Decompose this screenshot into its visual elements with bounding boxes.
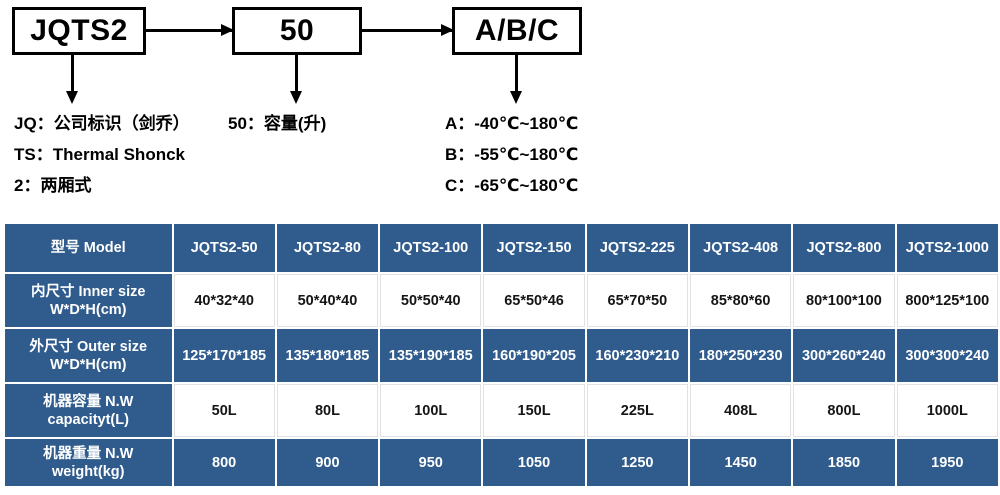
cell-model-4: JQTS2-225 (586, 224, 688, 272)
cell-weight-7: 1950 (896, 439, 998, 486)
cell-model-7: JQTS2-1000 (896, 224, 998, 272)
cell-weight-2: 950 (380, 439, 482, 486)
legend-model-prefix: JQ：公司标识（剑乔） TS：Thermal Shonck 2：两厢式 (14, 108, 190, 201)
diagram-box-capacity: 50 (232, 7, 362, 55)
model-code-diagram: JQTS2 50 A/B/C JQ：公司标识（剑乔） TS：Thermal Sh… (0, 0, 1000, 212)
cell-inner-size-3: 65*50*46 (483, 274, 585, 327)
legend-text: 两厢式 (40, 176, 92, 195)
row-header-line1: 机器重量 N.W (43, 445, 134, 462)
cell-outer-size-4: 160*230*210 (586, 329, 688, 382)
legend-line: 2：两厢式 (14, 170, 190, 201)
row-header-line1: 型号 Model (50, 240, 126, 256)
legend-line: B：-55℃~180℃ (445, 139, 578, 170)
cell-inner-size-2: 50*50*40 (380, 274, 482, 327)
cell-model-6: JQTS2-800 (793, 224, 895, 272)
cell-outer-size-7: 300*300*240 (896, 329, 998, 382)
cell-outer-size-5: 180*250*230 (689, 329, 792, 382)
cell-weight-0: 800 (173, 439, 275, 486)
cell-outer-size-0: 125*170*185 (173, 329, 275, 382)
cell-outer-size-3: 160*190*205 (483, 329, 585, 382)
cell-model-0: JQTS2-50 (173, 224, 275, 272)
legend-line: JQ：公司标识（剑乔） (14, 108, 190, 139)
legend-temp-grade: A：-40℃~180℃ B：-55℃~180℃ C：-65℃~180℃ (445, 108, 578, 201)
arrow-right-icon-1 (146, 24, 234, 36)
legend-key: TS： (14, 145, 53, 164)
cell-outer-size-2: 135*190*185 (380, 329, 482, 382)
legend-text: Thermal Shonck (52, 145, 185, 164)
arrow-down-icon-2 (290, 55, 302, 104)
cell-capacity-4: 225L (586, 384, 688, 437)
cell-outer-size-1: 135*180*185 (276, 329, 379, 382)
legend-line: C：-65℃~180℃ (445, 170, 578, 201)
cell-capacity-6: 800L (793, 384, 895, 437)
row-header-model: 型号 Model (5, 224, 172, 272)
cell-model-1: JQTS2-80 (276, 224, 379, 272)
diagram-box-label: A/B/C (474, 14, 560, 47)
cell-model-5: JQTS2-408 (689, 224, 792, 272)
cell-model-2: JQTS2-100 (380, 224, 482, 272)
cell-weight-5: 1450 (689, 439, 792, 486)
legend-text: 容量(升) (263, 114, 327, 133)
cell-inner-size-0: 40*32*40 (173, 274, 275, 327)
cell-model-3: JQTS2-150 (483, 224, 585, 272)
diagram-box-label: 50 (279, 14, 315, 47)
legend-key: A： (445, 114, 475, 133)
legend-capacity: 50：容量(升) (228, 108, 326, 139)
legend-line: A：-40℃~180℃ (445, 108, 578, 139)
cell-capacity-7: 1000L (896, 384, 998, 437)
cell-outer-size-6: 300*260*240 (793, 329, 895, 382)
cell-inner-size-1: 50*40*40 (276, 274, 379, 327)
row-header-line2: W*D*H(cm) (49, 356, 127, 373)
diagram-box-label: JQTS2 (30, 14, 128, 47)
cell-capacity-5: 408L (689, 384, 792, 437)
cell-weight-1: 900 (276, 439, 379, 486)
cell-weight-6: 1850 (793, 439, 895, 486)
legend-key: B： (445, 145, 475, 164)
legend-line: TS：Thermal Shonck (14, 139, 190, 170)
cell-capacity-3: 150L (483, 384, 585, 437)
legend-text: -40℃~180℃ (474, 114, 579, 133)
legend-text: 公司标识（剑乔） (53, 114, 190, 133)
legend-text: -65℃~180℃ (474, 176, 579, 195)
diagram-box-temp-grade: A/B/C (452, 7, 582, 55)
arrow-right-icon-2 (362, 24, 454, 36)
cell-inner-size-6: 80*100*100 (793, 274, 895, 327)
legend-key: 50： (228, 114, 264, 133)
cell-inner-size-7: 800*125*100 (896, 274, 998, 327)
row-header-line2: capacityt(L) (47, 411, 129, 428)
legend-key: JQ： (14, 114, 54, 133)
cell-weight-4: 1250 (586, 439, 688, 486)
legend-line: 50：容量(升) (228, 108, 326, 139)
row-header-line2: weight(kg) (52, 463, 125, 480)
diagram-box-model-prefix: JQTS2 (12, 7, 146, 55)
row-header-line1: 外尺寸 Outer size (29, 338, 148, 355)
legend-text: -55℃~180℃ (474, 145, 579, 164)
cell-capacity-0: 50L (173, 384, 275, 437)
legend-key: 2： (14, 176, 41, 195)
cell-inner-size-4: 65*70*50 (586, 274, 688, 327)
arrow-down-icon-1 (66, 55, 78, 104)
row-header-line1: 机器容量 N.W (43, 393, 134, 410)
cell-inner-size-5: 85*80*60 (689, 274, 792, 327)
cell-capacity-2: 100L (380, 384, 482, 437)
cell-capacity-1: 80L (276, 384, 379, 437)
row-header-line1: 内尺寸 Inner size (31, 283, 146, 300)
row-header-line2: W*D*H(cm) (49, 301, 127, 318)
cell-weight-3: 1050 (483, 439, 585, 486)
legend-key: C： (445, 176, 475, 195)
arrow-down-icon-3 (510, 55, 522, 104)
